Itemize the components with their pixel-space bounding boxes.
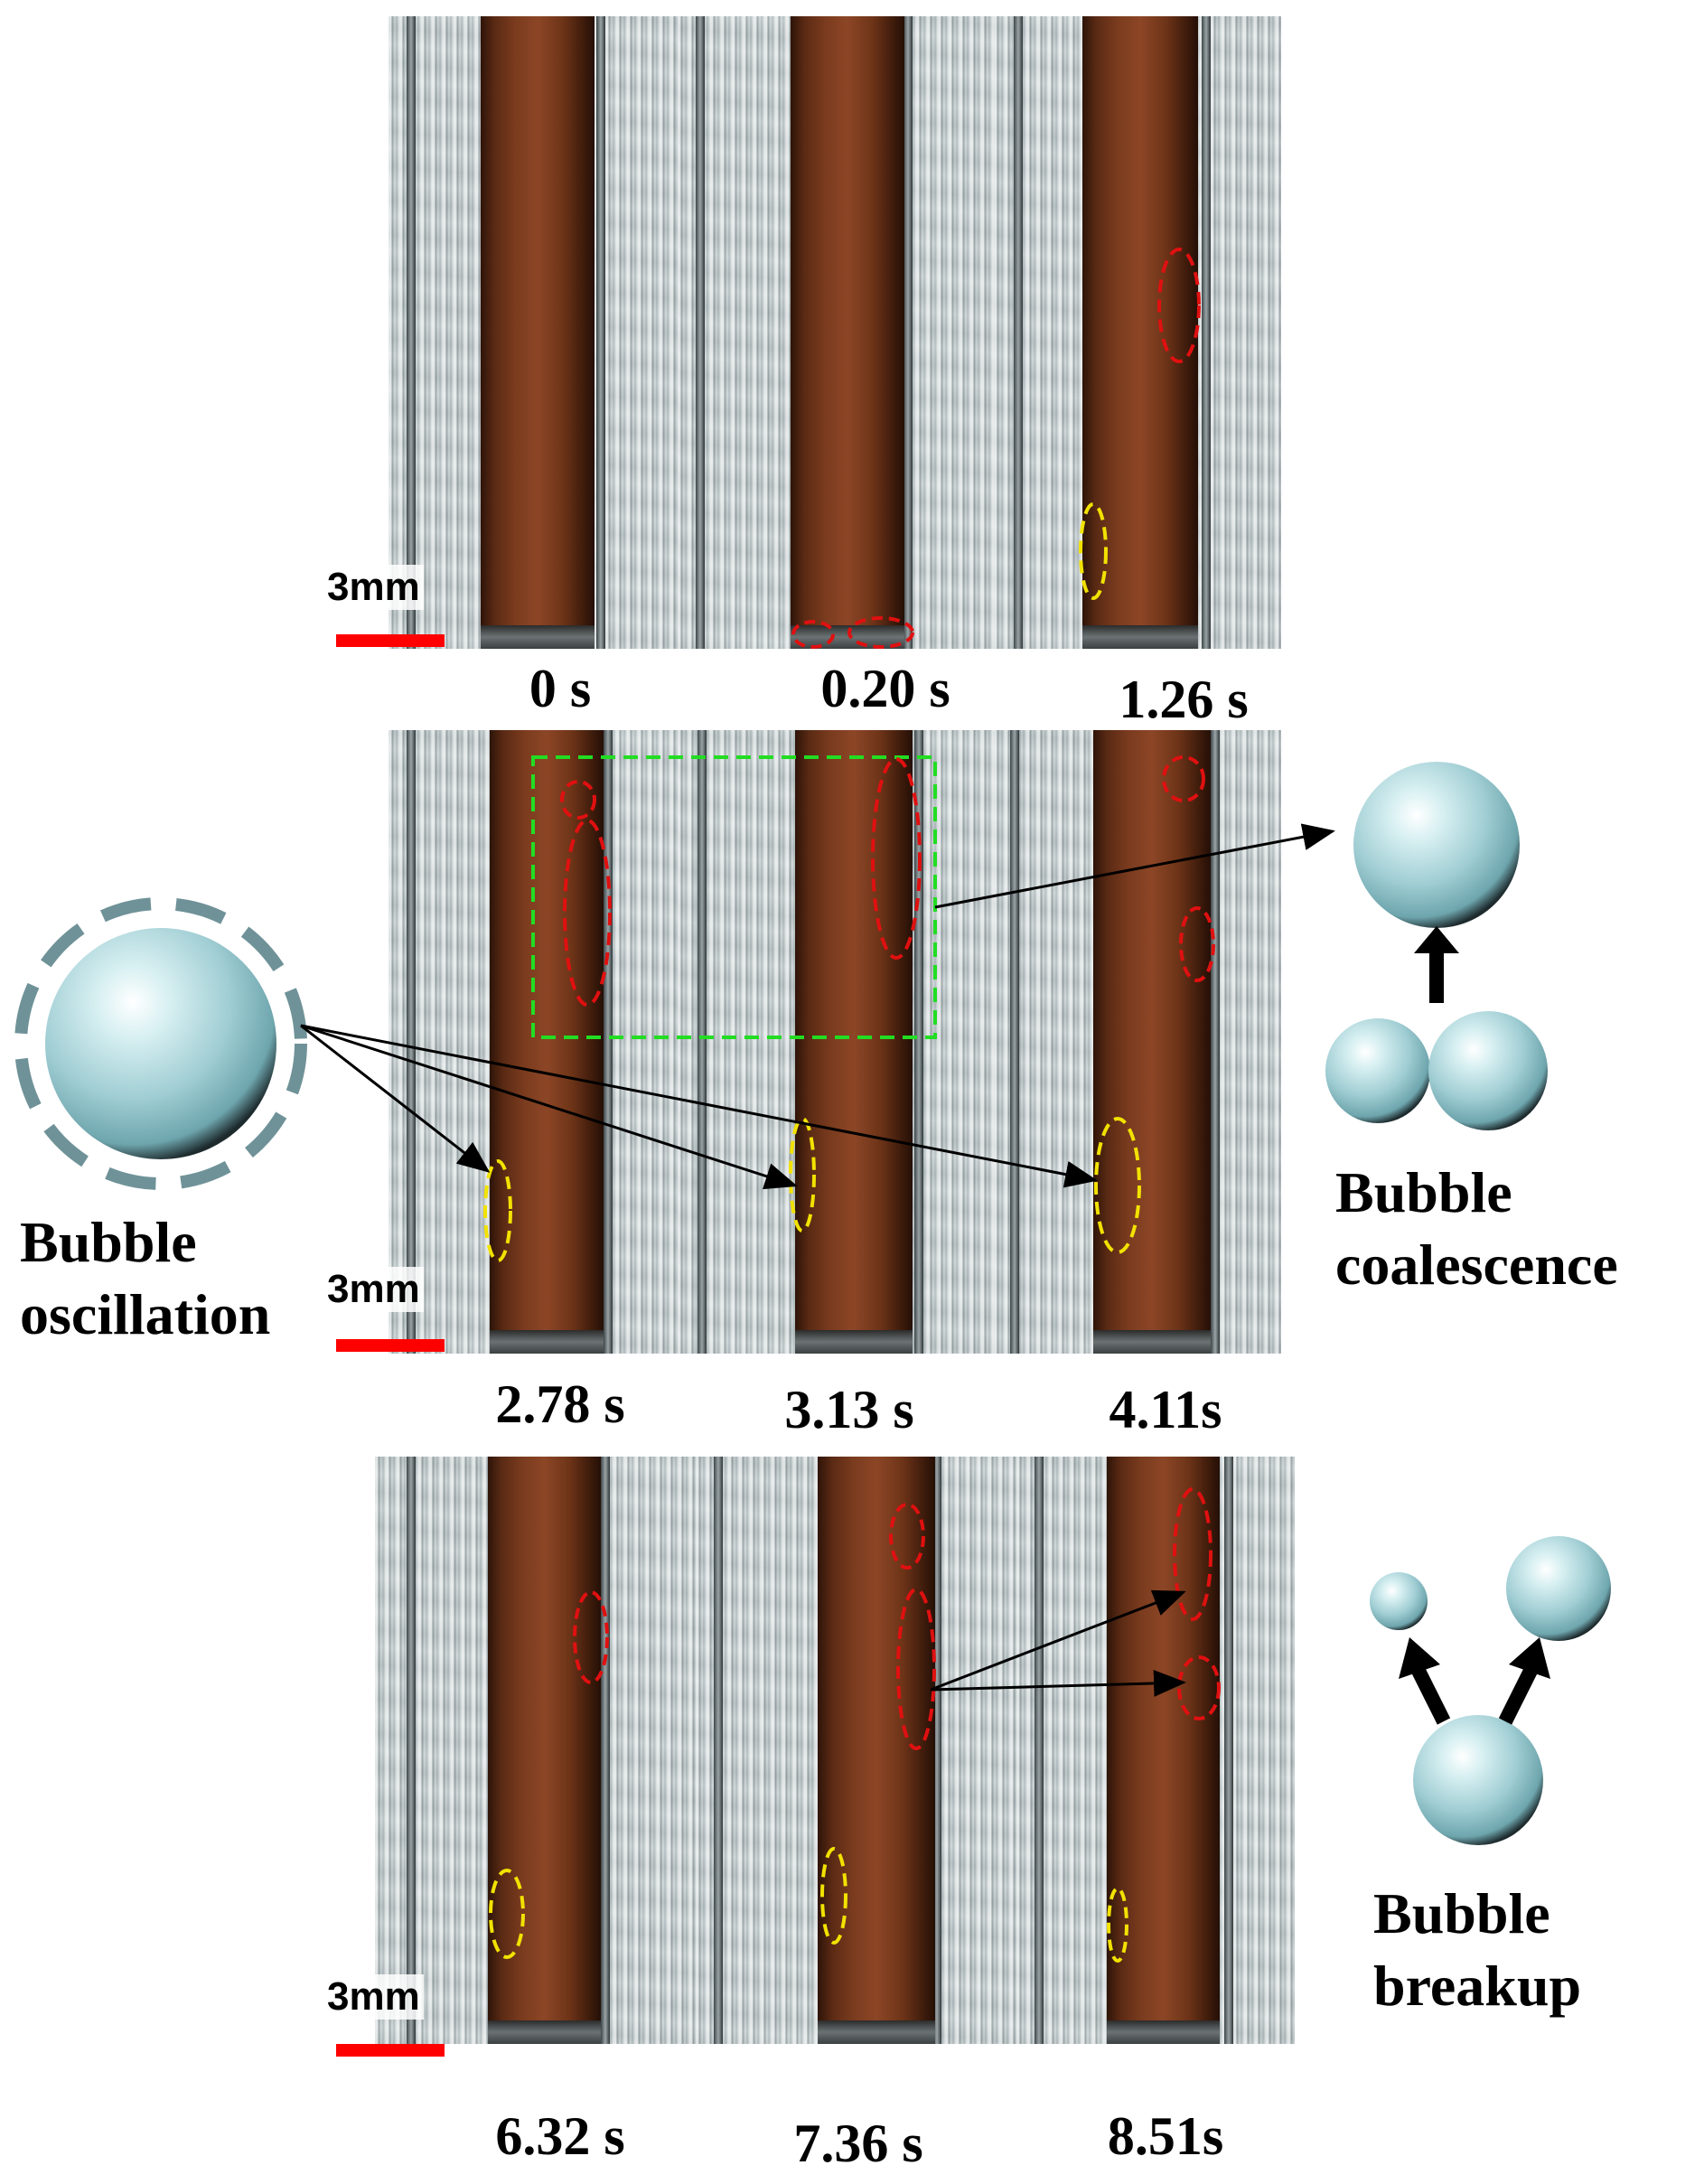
photo-frame-278s [389, 730, 678, 1354]
scale-bar [336, 634, 445, 647]
time-caption: 0 s [529, 659, 592, 718]
scale-label: 3mm [323, 565, 424, 610]
photo-frame-736s [696, 1457, 1016, 2044]
bubble-outline [1162, 755, 1205, 802]
breakup-small-bubble [1370, 1572, 1428, 1630]
bubble-outline [1179, 906, 1215, 982]
time-caption: 4.11s [1109, 1380, 1222, 1439]
bubble-outline [791, 620, 835, 649]
time-caption: 1.26 s [1119, 670, 1249, 729]
time-caption: 8.51s [1107, 2106, 1224, 2166]
oscillation-arrow [300, 1024, 491, 1173]
breakup-label-line2: breakup [1373, 1954, 1582, 2018]
photo-frame-126s [994, 16, 1281, 649]
oscillation-arrow [300, 1024, 1098, 1188]
breakup-arrow [930, 1589, 1186, 1692]
photo-frame-313s [678, 730, 994, 1354]
breakup-arrow [930, 1669, 1186, 1697]
bubble-outline [573, 1590, 609, 1684]
time-caption: 7.36 s [793, 2114, 923, 2173]
photo-frame-632s [375, 1457, 696, 2044]
bubble-outline [1094, 1117, 1141, 1254]
scale-bar [336, 1339, 445, 1352]
oscillation-arrow [300, 1024, 798, 1190]
bubble-outline [489, 1869, 525, 1959]
region-box [531, 755, 937, 1039]
merging-bubble-right [1428, 1011, 1548, 1130]
time-caption: 2.78 s [495, 1374, 625, 1434]
oscillation-halo [14, 897, 307, 1190]
bubble-outline [1107, 1887, 1128, 1963]
bubble-outline [1157, 248, 1201, 363]
bubble-outline [789, 1117, 816, 1233]
oscillation-bubble [45, 928, 276, 1159]
breakup-label: Bubble breakup [1373, 1878, 1581, 2022]
bubble-outline [563, 819, 612, 1007]
breakup-parent-bubble [1413, 1715, 1543, 1845]
breakup-label-line1: Bubble [1373, 1881, 1550, 1945]
scale-label: 3mm [323, 1974, 424, 2020]
bubble-outline [1079, 502, 1108, 600]
time-caption: 0.20 s [820, 659, 950, 718]
bubble-outline [847, 616, 914, 649]
bubble-outline [560, 780, 596, 820]
merging-bubble-left [1325, 1018, 1430, 1123]
coalescence-label-line2: coalescence [1335, 1233, 1618, 1297]
coalescence-arrow [934, 823, 1335, 909]
coalescence-label: Bubble coalescence [1335, 1157, 1618, 1301]
bubble-outline [889, 1503, 925, 1570]
bubble-outline [483, 1159, 512, 1262]
bubble-outline [1177, 1655, 1221, 1720]
coalescence-label-line1: Bubble [1335, 1160, 1512, 1224]
bubble-outline [820, 1847, 847, 1945]
coalesced-bubble [1353, 762, 1520, 928]
photo-frame-020s [678, 16, 994, 649]
oscillation-label-line1: Bubble [20, 1210, 197, 1274]
scale-label: 3mm [323, 1267, 424, 1312]
time-caption: 3.13 s [784, 1380, 914, 1439]
breakup-medium-bubble [1506, 1536, 1611, 1641]
photo-frame-0s [389, 16, 678, 649]
bubble-outline [896, 1588, 936, 1750]
scale-bar [336, 2044, 445, 2057]
bubble-outline [871, 757, 922, 960]
time-caption: 6.32 s [495, 2106, 625, 2166]
oscillation-label: Bubble oscillation [20, 1206, 270, 1351]
oscillation-label-line2: oscillation [20, 1282, 271, 1346]
bubble-outline [1173, 1487, 1212, 1621]
